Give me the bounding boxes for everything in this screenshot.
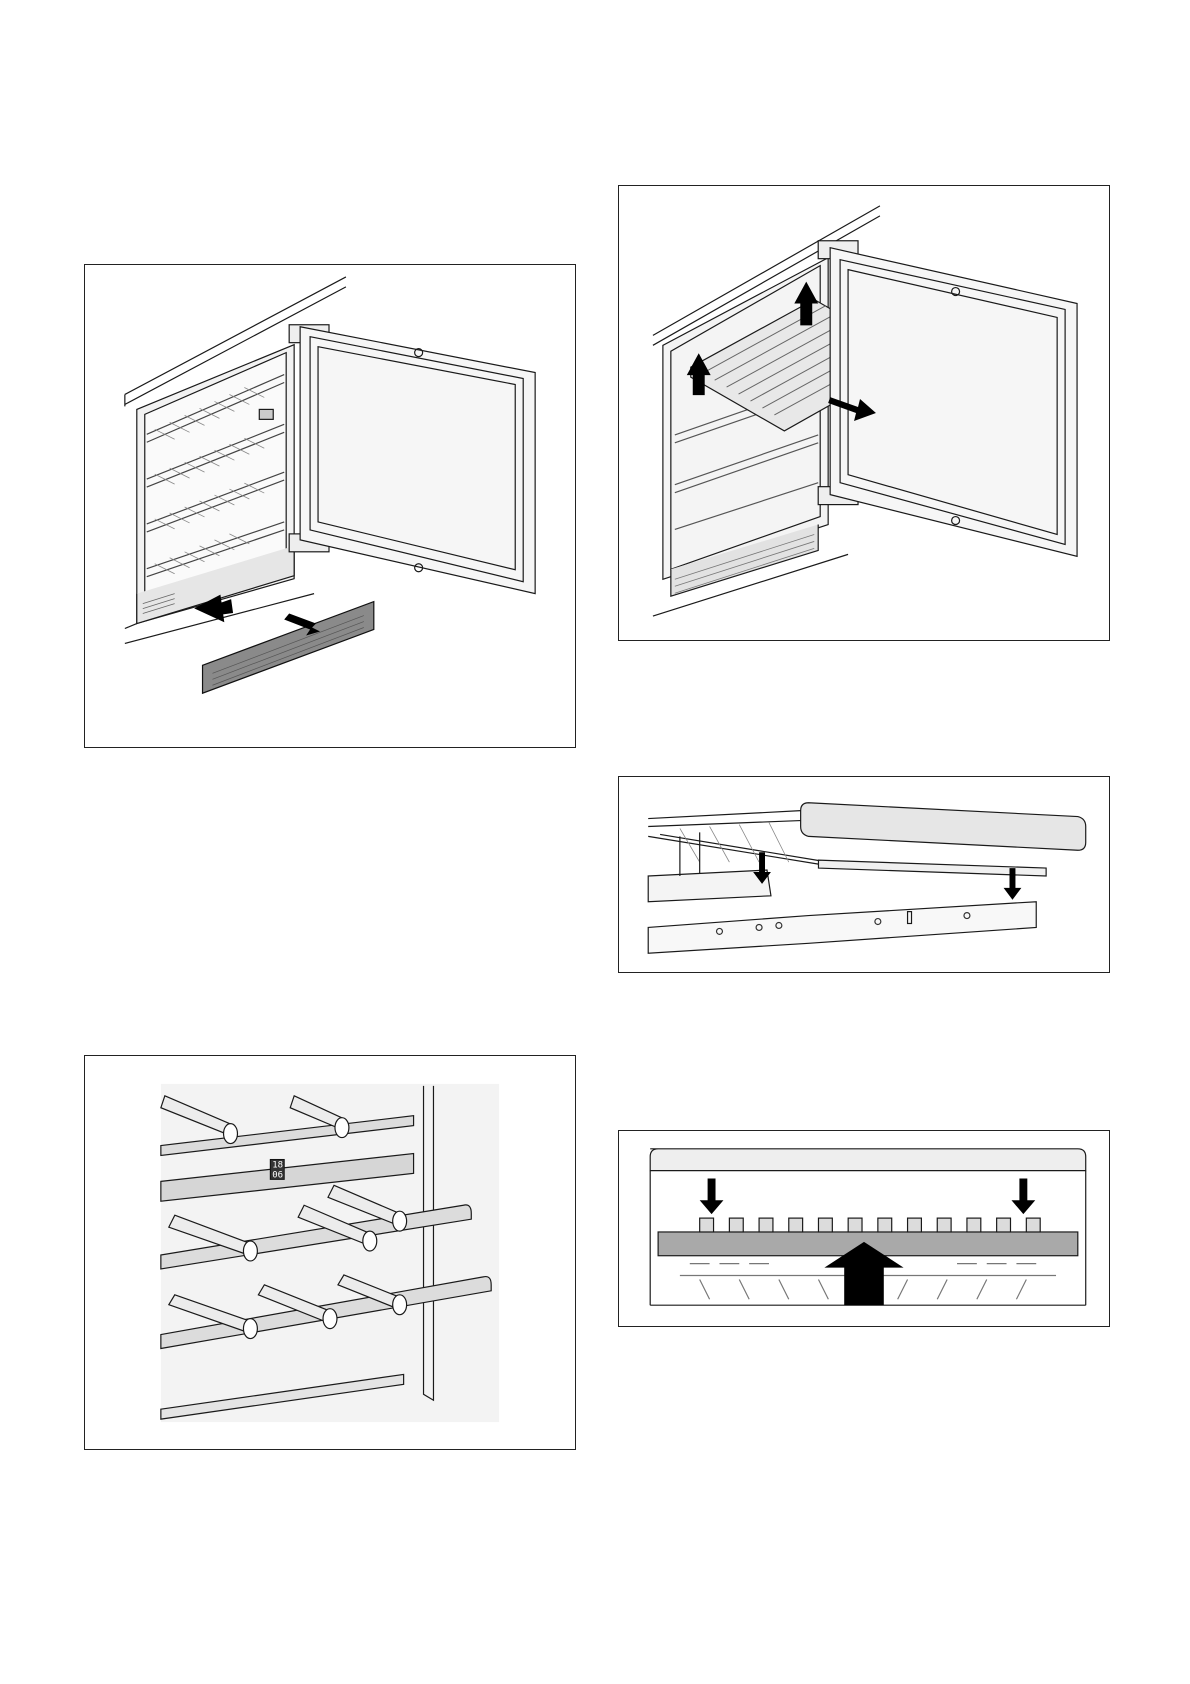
- fig-shelf-insertion: [618, 1130, 1110, 1327]
- display-line1: 18: [272, 1160, 283, 1170]
- shelf-removal-illustration: [619, 186, 1109, 640]
- bottle-storage-illustration: 18 06: [85, 1056, 575, 1449]
- fig-ventilation-grille-removal: [84, 264, 576, 748]
- shelf-insertion-illustration: [619, 1131, 1109, 1326]
- display-line2: 06: [272, 1170, 283, 1180]
- cabinet-grille-illustration: [85, 265, 575, 747]
- fig-bottle-storage: 18 06: [84, 1055, 576, 1450]
- fig-shelf-removal: [618, 185, 1110, 641]
- fig-shelf-rails: [618, 776, 1110, 973]
- shelf-rails-illustration: [619, 777, 1109, 972]
